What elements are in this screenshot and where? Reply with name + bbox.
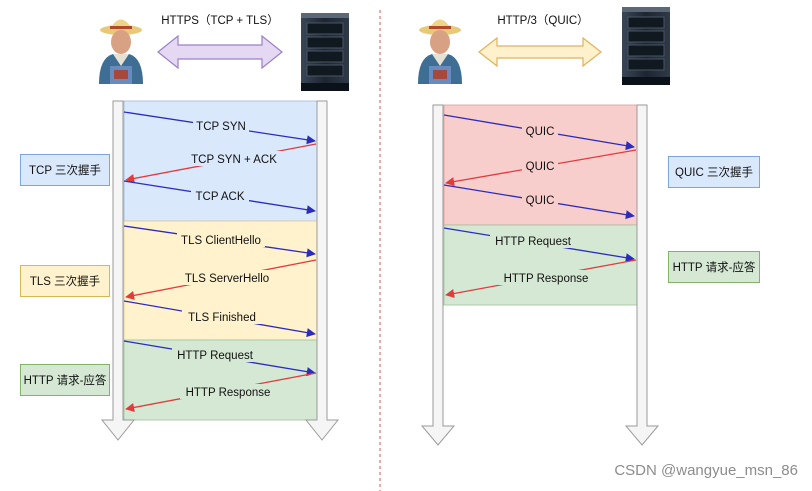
phase-label-http-exchange: HTTP 请求-应答 [20, 364, 110, 396]
client-user-icon [418, 19, 462, 84]
client-user-icon [99, 19, 143, 84]
phase-label-quic-handshake: QUIC 三次握手 [668, 156, 760, 188]
phase-label-tcp-handshake: TCP 三次握手 [20, 154, 110, 186]
server-lifeline-arrow [304, 100, 340, 441]
http3-title: HTTP/3（QUIC） [497, 14, 588, 27]
client-lifeline-arrow [420, 104, 456, 446]
https-connector-arrow-icon [157, 34, 283, 70]
https-title: HTTPS（TCP + TLS） [161, 14, 278, 27]
phase-label-http3-exchange: HTTP 请求-应答 [668, 251, 760, 283]
msg-quic-3: QUIC [526, 195, 555, 207]
msg-http3-response: HTTP Response [504, 273, 589, 285]
msg-tls-finished: TLS Finished [188, 312, 256, 324]
phase-label-tls-handshake: TLS 三次握手 [20, 265, 110, 297]
msg-http-response: HTTP Response [186, 387, 271, 399]
msg-tls-client-hello: TLS ClientHello [181, 235, 261, 247]
server-rack-icon [300, 12, 350, 92]
msg-quic-2: QUIC [526, 161, 555, 173]
msg-quic-1: QUIC [526, 126, 555, 138]
server-lifeline-arrow [624, 104, 660, 446]
http3-connector-arrow-icon [478, 36, 602, 68]
msg-tls-server-hello: TLS ServerHello [185, 273, 269, 285]
server-rack-icon [621, 6, 671, 86]
https-section: HTTPS（TCP + TLS） TCP SYN TCP SYN + ACK T… [99, 12, 350, 441]
http3-section: HTTP/3（QUIC） QUIC QUIC QUIC HTTP Request… [418, 6, 671, 446]
msg-tcp-syn: TCP SYN [196, 121, 246, 133]
msg-http-request: HTTP Request [177, 350, 254, 362]
client-lifeline-arrow [100, 100, 136, 441]
msg-http3-request: HTTP Request [495, 236, 572, 248]
watermark: CSDN @wangyue_msn_86 [614, 462, 798, 479]
msg-tcp-ack: TCP ACK [196, 191, 245, 203]
msg-tcp-syn-ack: TCP SYN + ACK [191, 154, 277, 166]
